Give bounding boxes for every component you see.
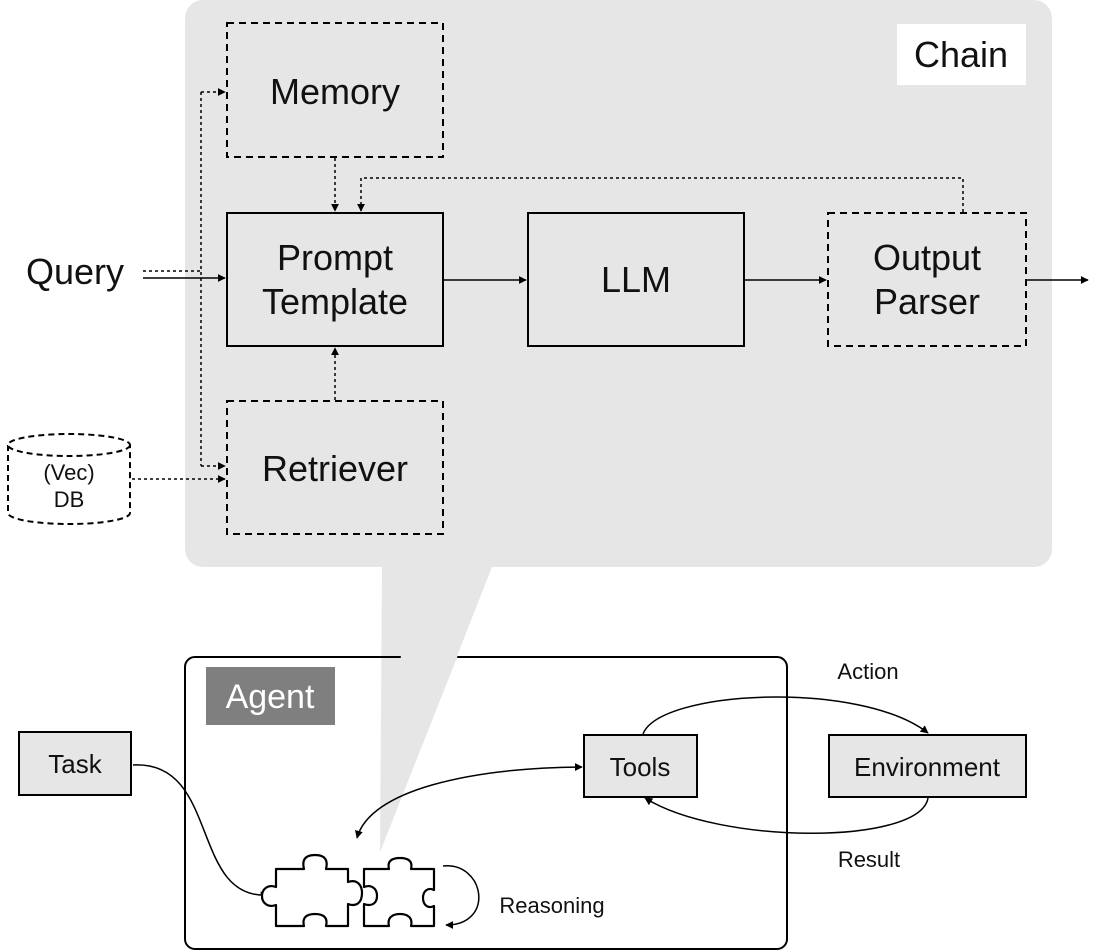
- db-label-line2: DB: [54, 487, 85, 512]
- agent-connectors: [132, 696, 929, 929]
- output-parser-box: Output Parser: [827, 212, 1027, 347]
- retriever-label: Retriever: [262, 448, 408, 489]
- task-box: Task: [18, 731, 132, 796]
- db-label-line1: (Vec): [43, 460, 94, 485]
- svg-text:Output: Output: [873, 237, 981, 278]
- vector-db-icon: (Vec) DB: [7, 433, 131, 525]
- retriever-box: Retriever: [226, 400, 444, 535]
- result-label: Result: [838, 847, 900, 872]
- task-label: Task: [48, 749, 102, 779]
- action-label: Action: [837, 659, 898, 684]
- reasoning-label: Reasoning: [499, 893, 604, 918]
- prompt-template-box: Prompt Template: [226, 212, 444, 347]
- environment-label: Environment: [854, 752, 1001, 782]
- reasoning-tools-arrow: [355, 763, 583, 839]
- llm-box: LLM: [527, 212, 745, 347]
- chain-title: Chain: [914, 34, 1008, 75]
- puzzle-piece-right-icon: [362, 856, 436, 928]
- output-parser-label-line2: Parser: [874, 281, 980, 322]
- chain-title-badge: Chain: [897, 24, 1026, 85]
- puzzle-piece-left-icon: [260, 853, 364, 928]
- llm-label: LLM: [601, 259, 671, 300]
- output-parser-label-line1: Output: [873, 237, 981, 278]
- memory-label: Memory: [270, 71, 400, 112]
- svg-text:Parser: Parser: [874, 281, 980, 322]
- agent-panel: [184, 656, 788, 950]
- action-arrow: [642, 696, 929, 735]
- puzzle-pieces-icon: [260, 853, 436, 928]
- chain-connectors: [132, 88, 1089, 483]
- memory-box: Memory: [226, 22, 444, 158]
- tools-box: Tools: [583, 734, 698, 798]
- agent-title: Agent: [226, 678, 315, 716]
- task-to-reasoning-arrow: [132, 764, 269, 900]
- result-arrow: [644, 797, 929, 834]
- agent-title-badge: Agent: [206, 667, 335, 725]
- reasoning-loop-arrow: [442, 865, 480, 929]
- tools-label: Tools: [610, 752, 671, 782]
- svg-text:Prompt: Prompt: [277, 237, 393, 278]
- query-label: Query: [26, 251, 124, 292]
- svg-text:Template: Template: [262, 281, 408, 322]
- prompt-template-label-line2: Template: [262, 281, 408, 322]
- prompt-template-label-line1: Prompt: [277, 237, 393, 278]
- environment-box: Environment: [828, 734, 1027, 798]
